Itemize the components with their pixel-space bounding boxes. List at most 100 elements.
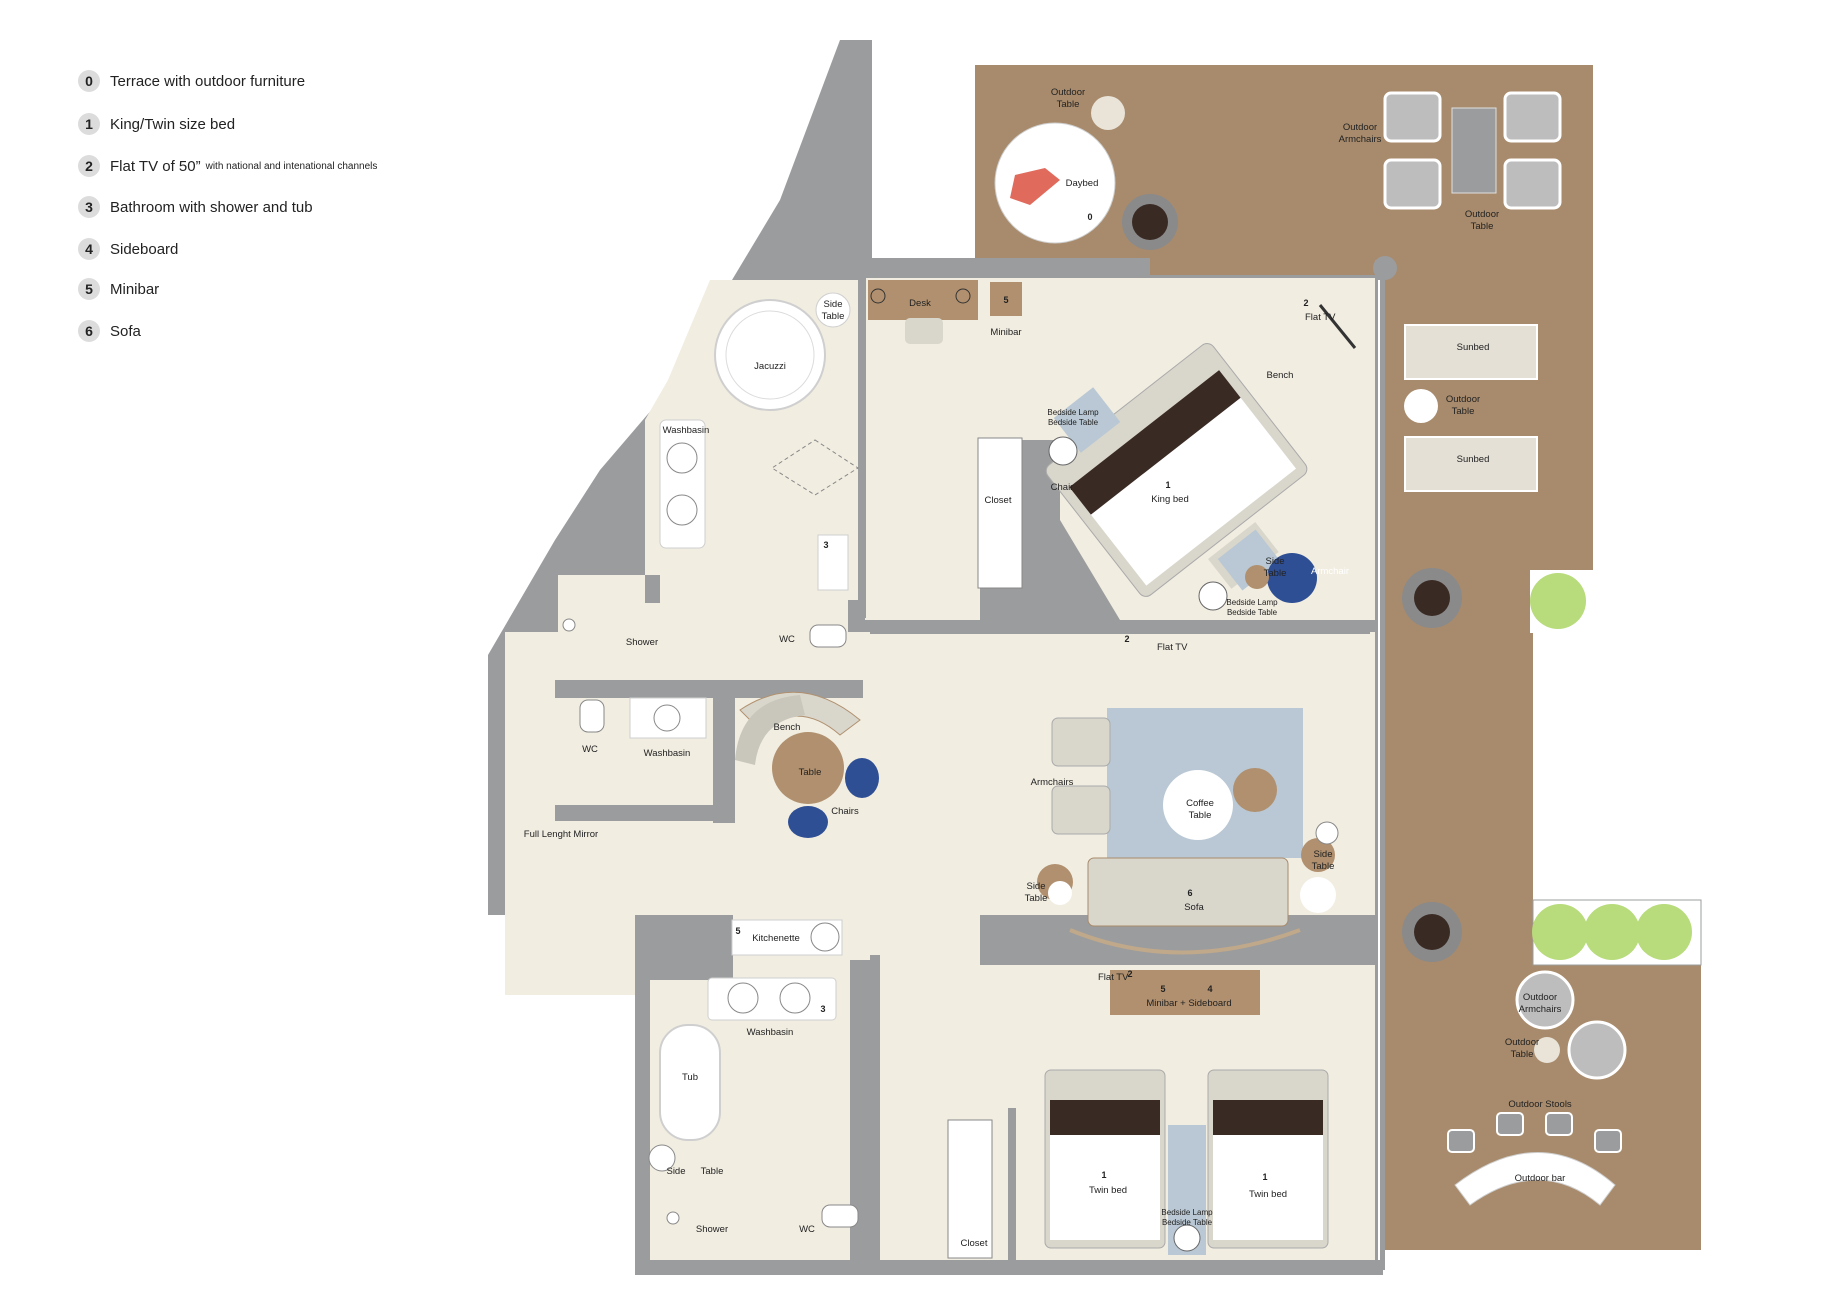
label-full-mirror: Full Lenght Mirror: [524, 829, 598, 840]
label-outdoor-stools: Outdoor Stools: [1508, 1099, 1572, 1110]
marker-6: 6: [1187, 888, 1192, 898]
desk-lamp: [955, 288, 971, 304]
label-minibar: Minibar: [990, 327, 1021, 338]
label-bench: Bench: [774, 722, 801, 733]
label-outdoor-table: Table: [1057, 99, 1080, 110]
label-sofa: Sofa: [1184, 902, 1204, 913]
bedside-lamp: [1173, 1224, 1201, 1252]
side-table-white: [1300, 877, 1336, 913]
marker-5: 5: [735, 926, 740, 936]
washbasin-sink: [666, 494, 698, 526]
label-wc: WC: [799, 1224, 815, 1235]
marker-1: 1: [1262, 1172, 1267, 1182]
planter-soil: [1414, 914, 1450, 950]
label-side-table: Table: [822, 311, 845, 322]
legend-label: Sideboard: [110, 240, 179, 258]
marker-5: 5: [1003, 295, 1008, 305]
legend-item-1: 1 King/Twin size bed: [78, 109, 235, 139]
desk-chair: [905, 318, 943, 344]
legend-label: Sofa: [110, 322, 141, 340]
armchair: [1051, 717, 1111, 767]
wall: [1008, 1108, 1016, 1263]
minibar-sideboard: [1110, 970, 1260, 1015]
bedside-lamp: [1048, 436, 1078, 466]
label-bench: Bench: [1267, 370, 1294, 381]
label-sunbed: Sunbed: [1457, 342, 1490, 353]
label-table: Table: [799, 767, 822, 778]
label-outdoor-armchairs: Outdoor: [1343, 122, 1377, 133]
legend-number: 0: [78, 70, 100, 92]
label-bedside-lamp: Bedside Lamp: [1161, 1208, 1213, 1217]
label-bedside-table: Bedside Table: [1048, 418, 1099, 427]
wall: [645, 575, 660, 603]
wall: [713, 698, 735, 823]
legend-item-4: 4 Sideboard: [78, 234, 178, 264]
marker-1: 1: [1101, 1170, 1106, 1180]
outdoor-armchair: [1503, 91, 1562, 143]
bedside-lamp: [1198, 581, 1228, 611]
legend-item-2: 2 Flat TV of 50” with national and inten…: [78, 151, 377, 181]
desk: [868, 280, 978, 320]
label-coffee-table: Table: [1189, 810, 1212, 821]
twin-bed-throw: [1050, 1100, 1160, 1135]
dining-chair: [845, 758, 879, 798]
label-side-table: Table: [1312, 861, 1335, 872]
legend-label: Minibar: [110, 280, 160, 298]
outdoor-armchair: [1515, 970, 1575, 1030]
label-closet: Closet: [985, 495, 1012, 506]
twin-bed-throw: [1213, 1100, 1323, 1135]
wc-toilet: [579, 699, 605, 733]
jacuzzi-inner: [725, 310, 815, 400]
legend-number: 6: [78, 320, 100, 342]
label-outdoor-table: Table: [1452, 406, 1475, 417]
shower-drain: [562, 618, 576, 632]
side-table: [1245, 565, 1269, 589]
lamp: [1315, 821, 1339, 845]
legend-number: 4: [78, 238, 100, 260]
jacuzzi: [714, 299, 826, 411]
legend-item-6: 6 Sofa: [78, 316, 141, 346]
side-table-wood: [1233, 768, 1277, 812]
planter-soil: [1132, 204, 1168, 240]
label-shower: Shower: [626, 637, 658, 648]
plant: [1530, 573, 1586, 629]
marker-1: 1: [1165, 480, 1170, 490]
label-washbasin: Washbasin: [644, 748, 691, 759]
label-sunbed: Sunbed: [1457, 454, 1490, 465]
outdoor-armchair: [1503, 158, 1562, 210]
label-flat-tv: Flat TV: [1157, 642, 1188, 653]
label-bedside-lamp: Bedside Lamp: [1226, 598, 1278, 607]
minibar-unit: [990, 282, 1022, 316]
legend-label: Bathroom with shower and tub: [110, 198, 313, 216]
label-wc: WC: [582, 744, 598, 755]
label-bedside-lamp: Bedside Lamp: [1047, 408, 1099, 417]
label-side-table: Side: [1026, 881, 1045, 892]
label-chair: Chair: [1051, 482, 1074, 493]
bed-throw: [1069, 370, 1241, 515]
wall: [1020, 440, 1120, 632]
door-swing: [771, 439, 859, 496]
shelf: [817, 534, 849, 591]
outdoor-stool: [1594, 1129, 1622, 1153]
label-minibar-sideboard: Minibar + Sideboard: [1146, 998, 1231, 1009]
sunbed: [1404, 324, 1538, 380]
washbasin-sink: [727, 982, 759, 1014]
legend-item-5: 5 Minibar: [78, 274, 159, 304]
marker-3: 3: [823, 540, 828, 550]
marker-4: 4: [1207, 984, 1212, 994]
outdoor-armchair: [1383, 91, 1442, 143]
coffee-table: [1163, 770, 1233, 840]
legend-label: Terrace with outdoor furniture: [110, 72, 306, 90]
outdoor-stool: [1545, 1112, 1573, 1136]
wc-toilet: [809, 624, 847, 648]
label-outdoor-armchairs: Armchairs: [1519, 1004, 1562, 1015]
armchair: [1051, 785, 1111, 835]
label-outdoor-table: Outdoor: [1465, 209, 1499, 220]
side-terrace: [1383, 260, 1533, 1250]
label-armchairs: Armchairs: [1031, 777, 1074, 788]
label-shower: Shower: [696, 1224, 728, 1235]
label-bedside-table: Bedside Table: [1227, 608, 1278, 617]
label-outdoor-table: Outdoor: [1505, 1037, 1539, 1048]
wall: [870, 628, 1370, 634]
